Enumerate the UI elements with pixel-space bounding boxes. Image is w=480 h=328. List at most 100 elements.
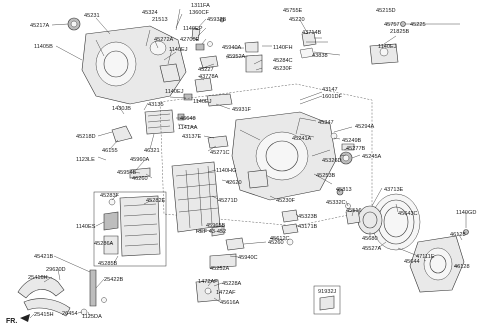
center-small-parts xyxy=(129,167,299,269)
top-small-parts xyxy=(191,17,406,73)
callout-ref-43-452: REF 43-452 xyxy=(196,229,226,235)
callout-45230f-b: 45230F xyxy=(276,198,296,204)
callout-43137e: 43137E xyxy=(182,134,202,140)
callout-43171b: 43171B xyxy=(298,224,318,230)
valve-body xyxy=(171,161,221,233)
callout-45227: 45227 xyxy=(198,67,214,73)
connector-91932j xyxy=(319,295,335,311)
callout-45940a: 45940A xyxy=(222,45,242,51)
callout-43714b: 43714B xyxy=(302,30,322,36)
callout-45965b: 45965B xyxy=(206,223,226,229)
callout-43838: 43838 xyxy=(312,53,328,59)
callout-25422b: 25422B xyxy=(104,277,124,283)
leader-lines xyxy=(29,8,467,319)
callout-1311fa: 1311FA xyxy=(191,3,210,9)
callout-43135: 43135 xyxy=(148,102,164,108)
callout-1430jb: 1430JB xyxy=(112,106,131,112)
callout-46155: 46155 xyxy=(102,148,118,154)
callout-45612c: 45612C xyxy=(270,236,290,242)
callout-45954b: 45954B xyxy=(117,170,137,176)
callout-45284c: 45284C xyxy=(273,58,293,64)
parts-45249b-45277b xyxy=(330,132,355,151)
callout-1140ej-d: 1140EJ xyxy=(193,99,212,105)
callout-1472af-a: 1472AF xyxy=(198,279,218,285)
callout-45326d: 45326D xyxy=(322,158,342,164)
callout-45283f: 45283F xyxy=(100,193,120,199)
callout-45260: 45260 xyxy=(268,240,284,246)
callout-45332c: 45332C xyxy=(326,200,346,206)
callout-1140ep: 1140EP xyxy=(183,26,203,32)
callout-1601df: 1601DF xyxy=(322,94,342,100)
callout-45225: 45225 xyxy=(410,22,426,28)
callout-45757: 45757 xyxy=(384,22,400,28)
front-direction-arrow: FR. xyxy=(6,314,30,325)
callout-1140hg: 1140HG xyxy=(216,168,236,174)
callout-45241a: 45241A xyxy=(292,136,312,142)
callout-1140ej-c: 1140EJ xyxy=(165,89,184,95)
callout-45218d: 45218D xyxy=(76,134,96,140)
callout-45215d: 45215D xyxy=(376,8,396,14)
callout-45277b: 45277B xyxy=(346,146,366,152)
oil-cooler-hoses xyxy=(17,269,107,317)
callout-25416h: 25416H xyxy=(28,275,48,281)
callout-46128-b: 46128 xyxy=(454,264,470,270)
callout-45527a: 45527A xyxy=(362,246,382,252)
connector-box xyxy=(313,285,341,315)
callout-45755e: 45755E xyxy=(283,8,303,14)
callout-45294a: 45294A xyxy=(355,124,375,130)
callout-45217a: 45217A xyxy=(30,23,50,29)
callout-45813: 45813 xyxy=(336,187,352,193)
callout-91932j: 91932J xyxy=(318,289,337,295)
callout-45228a: 45228A xyxy=(222,281,242,287)
callout-21825b: 21825B xyxy=(390,29,410,35)
callout-45324: 45324 xyxy=(142,10,158,16)
callout-45421b: 45421B xyxy=(34,254,54,260)
callout-45249b: 45249B xyxy=(342,138,362,144)
rear-cover xyxy=(409,229,469,293)
assembly-outline xyxy=(159,83,373,227)
callout-45286a: 45286A xyxy=(94,241,114,247)
callout-45252a: 45252A xyxy=(210,266,230,272)
callout-45285b: 45285B xyxy=(98,261,118,267)
transmission-main-case xyxy=(231,111,337,201)
callout-43713e: 43713E xyxy=(384,187,404,193)
callout-45347: 45347 xyxy=(318,120,334,126)
callout-46648: 46648 xyxy=(180,116,196,122)
bottom-bracket xyxy=(195,279,221,303)
callout-45253b: 45253B xyxy=(316,173,336,179)
callout-43778a: 43778A xyxy=(199,74,219,80)
tcm-group-box xyxy=(93,191,167,267)
callout-45643c: 45643C xyxy=(398,211,418,217)
callout-25415h: 25415H xyxy=(34,312,54,318)
callout-45272a: 45272A xyxy=(154,37,174,43)
clutch-pack xyxy=(336,188,421,251)
callout-26454: 26454 xyxy=(62,311,78,317)
callout-1140gd: 1140GD xyxy=(456,210,476,216)
callout-43147: 43147 xyxy=(322,87,338,93)
callout-45960a: 45960A xyxy=(130,157,150,163)
seal-45245a xyxy=(339,151,353,165)
callout-45271c: 45271C xyxy=(210,150,230,156)
callout-45230f: 45230F xyxy=(273,66,293,72)
callout-21513: 21513 xyxy=(152,17,168,23)
callout-45220: 45220 xyxy=(289,17,305,23)
callout-1140es: 1140ES xyxy=(76,224,96,230)
callout-45952a: 45952A xyxy=(226,54,246,60)
callout-46260: 46260 xyxy=(132,176,148,182)
callout-45323b: 45323B xyxy=(298,214,318,220)
direction-label: FR. xyxy=(6,318,17,325)
callout-1140fh: 1140FH xyxy=(273,45,293,51)
callout-45680: 45680 xyxy=(362,236,378,242)
solenoid-block xyxy=(103,195,161,257)
callout-45931f: 45931F xyxy=(232,107,252,113)
callout-1141aa: 1141AA xyxy=(178,125,198,131)
callout-1140ej-a: 1140EJ xyxy=(378,44,397,50)
callout-45271d: 45271D xyxy=(218,198,238,204)
callout-45231: 45231 xyxy=(84,13,100,19)
callout-1123le: 1123LE xyxy=(76,157,95,163)
callout-45932b: 45932B xyxy=(207,17,227,23)
callout-46321: 46321 xyxy=(144,148,160,154)
oil-seal-45217a xyxy=(67,17,81,31)
callout-1140ej-b: 1140EJ xyxy=(169,47,188,53)
